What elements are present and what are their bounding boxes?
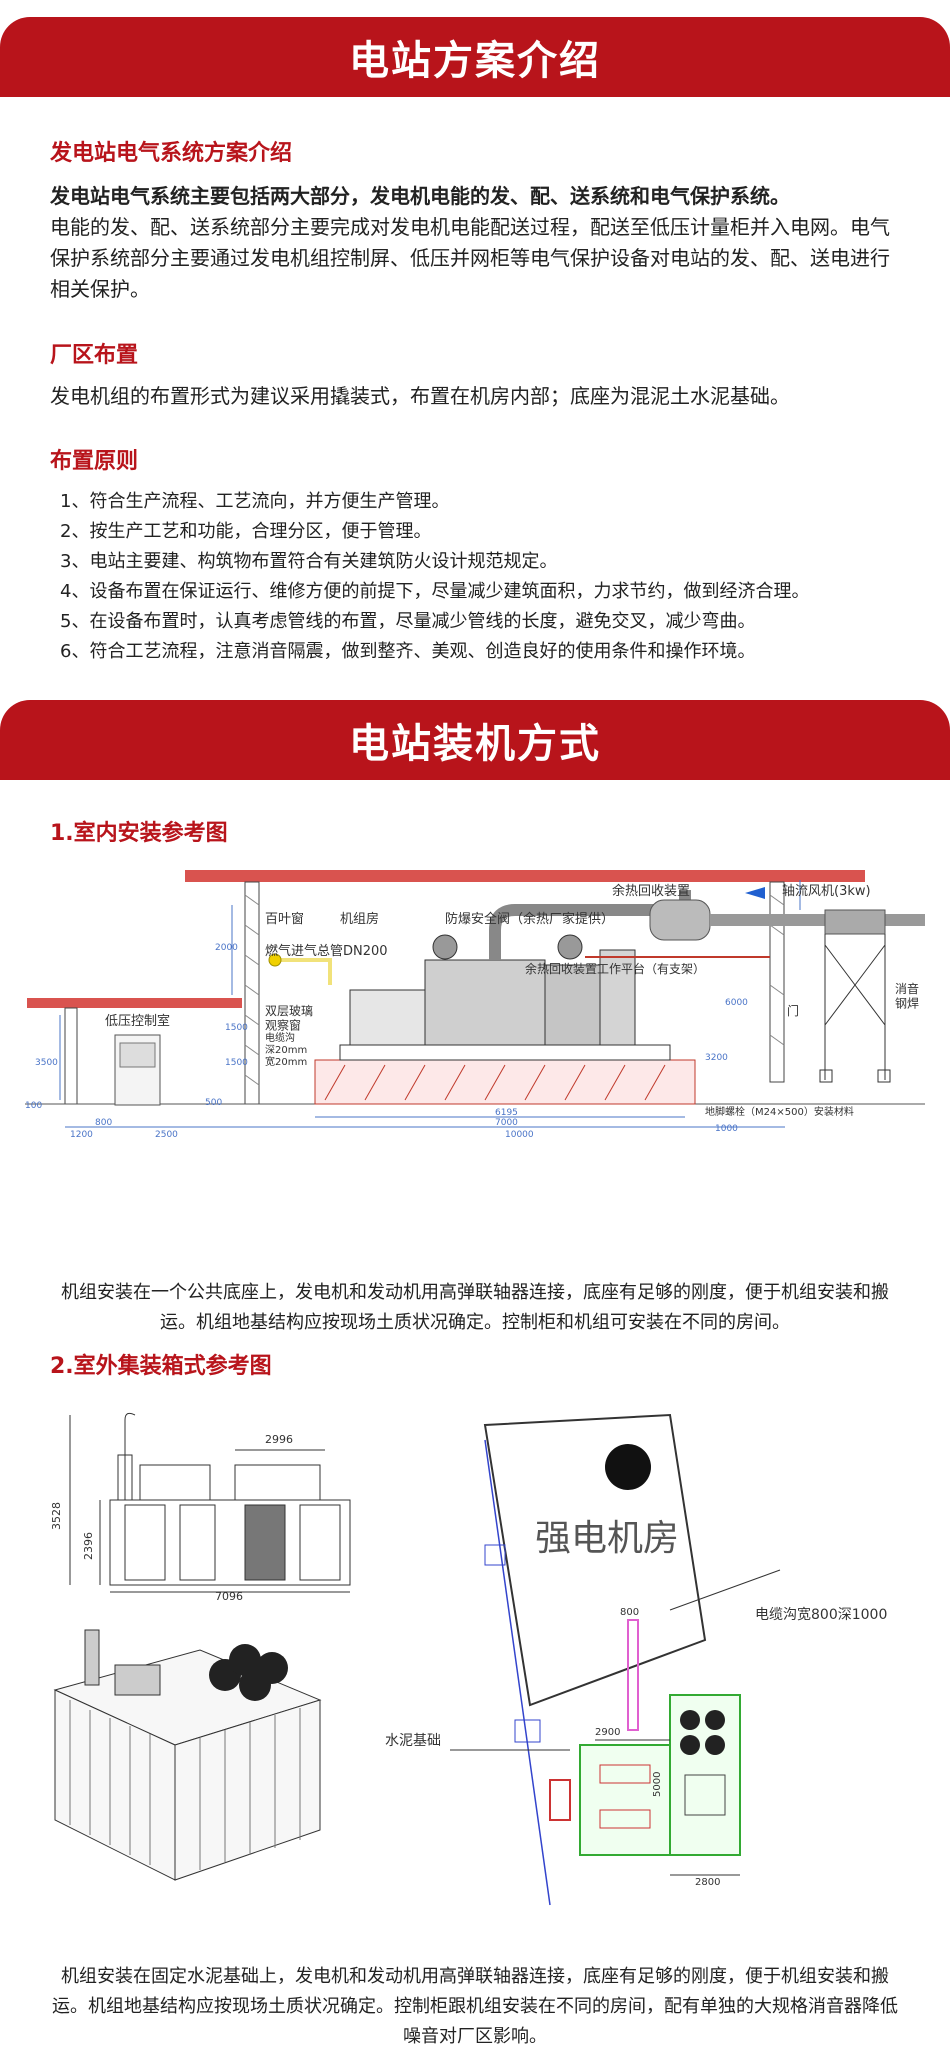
heading-outdoor-install: 2.室外集装箱式参考图 [50, 1354, 272, 1379]
container-genset-drawing: 2996 3528 2396 7096 [50, 1412, 351, 1881]
site-genset-layout [549, 1694, 741, 1856]
banner-title: 电站装机方式 [349, 721, 601, 767]
dim-3200: 3200 [705, 1053, 728, 1063]
outdoor-site-plan: 强电机房 800 电缆沟宽800深1000 水泥基础 2900 2800 500… [385, 1413, 887, 1906]
heat-recovery-unit [649, 899, 711, 941]
banner-title: 电站方案介绍 [349, 38, 601, 84]
dim-500: 500 [205, 1098, 222, 1108]
dim-2396: 2396 [82, 1532, 95, 1560]
heading-plant-layout: 厂区布置 [50, 343, 139, 368]
indoor-caption: 机组安装在一个公共底座上，发电机和发动机用高弹联轴器连接，底座有足够的刚度，便于… [61, 1282, 889, 1333]
electrical-body: 电能的发、配、送系统部分主要完成对发电机电能配送过程，配送至低压计量柜并入电网。… [50, 215, 890, 301]
label-door: 门 [787, 1003, 799, 1018]
dim-6000: 6000 [725, 998, 748, 1008]
dim-1000: 1000 [715, 1124, 738, 1134]
dim-800-site: 800 [620, 1607, 639, 1618]
label-cable-trench: 电缆沟宽800深1000 [755, 1606, 887, 1623]
list-item: 4、设备布置在保证运行、维修方便的前提下，尽量减少建筑面积，力求节约，做到经济合… [60, 581, 810, 602]
label-silencer: 消音钢焊 [895, 981, 919, 1010]
common-base [339, 1044, 671, 1061]
label-fan: 轴流风机(3kw) [782, 884, 871, 899]
outdoor-caption: 机组安装在固定水泥基础上，发电机和发动机用高弹联轴器连接，底座有足够的刚度，便于… [52, 1966, 898, 2047]
label-gas-pipe: 燃气进气总管DN200 [265, 943, 388, 959]
plant-layout-body: 发电机组的布置形式为建议采用撬装式，布置在机房内部；底座为混泥土水泥基础。 [50, 384, 790, 408]
dim-2800: 2800 [695, 1877, 720, 1888]
dim-1500b: 1500 [225, 1058, 248, 1068]
dim-3528: 3528 [50, 1502, 63, 1530]
concrete-foundation [314, 1059, 696, 1105]
silencer-tower [819, 934, 891, 1083]
heading-indoor-install: 1.室内安装参考图 [50, 821, 228, 846]
dim-2000: 2000 [215, 943, 238, 953]
dim-2996: 2996 [265, 1433, 293, 1446]
dim-100: 100 [25, 1101, 42, 1111]
principles-list: 1、符合生产流程、工艺流向，并方便生产管理。 2、按生产工艺和功能，合理分区，便… [60, 487, 910, 667]
dim-1500a: 1500 [225, 1023, 248, 1033]
roof-main [185, 870, 865, 882]
dim-7000: 7000 [495, 1118, 518, 1128]
cable-trench [627, 1619, 639, 1731]
dim-6195: 6195 [495, 1108, 518, 1118]
heading-layout-principles: 布置原则 [50, 449, 139, 474]
dim-1200: 1200 [70, 1130, 93, 1140]
dim-3500: 3500 [35, 1058, 58, 1068]
dim-2900: 2900 [595, 1727, 620, 1738]
banner-installation: 电站装机方式 [0, 700, 950, 780]
list-item: 3、电站主要建、构筑物布置符合有关建筑防火设计规范规定。 [60, 551, 558, 572]
list-item: 2、按生产工艺和功能，合理分区，便于管理。 [60, 521, 432, 542]
dim-10000: 10000 [505, 1130, 534, 1140]
substation-building [483, 1413, 707, 1707]
indoor-installation-drawing: 轴流风机(3kw) 余热回收装置 百叶窗 机组房 防爆安全阀（余热厂家提供） 燃… [25, 870, 925, 1140]
label-explosion-valve: 防爆安全阀（余热厂家提供） [445, 911, 614, 927]
dim-5000: 5000 [652, 1772, 663, 1797]
heading-electrical-system: 发电站电气系统方案介绍 [50, 141, 293, 166]
label-engine-room: 机组房 [340, 911, 379, 927]
label-control-room: 低压控制室 [105, 1013, 170, 1029]
list-item: 5、在设备布置时，认真考虑管线的布置，尽量减少管线的长度，避免交叉，减少弯曲。 [60, 611, 756, 632]
dim-800: 800 [95, 1118, 112, 1128]
boundary-line [484, 1439, 551, 1906]
label-room: 强电机房 [535, 1518, 679, 1559]
label-anchor: 地脚螺栓（M24×500）安装材料 [705, 1105, 854, 1118]
fan-arrow [745, 887, 765, 899]
dim-2500: 2500 [155, 1130, 178, 1140]
electrical-lead: 发电站电气系统主要包括两大部分，发电机电能的发、配、送系统和电气保护系统。 [50, 184, 790, 208]
gas-pipe [275, 958, 332, 985]
list-item: 1、符合生产流程、工艺流向，并方便生产管理。 [60, 491, 450, 512]
dim-7096: 7096 [215, 1590, 243, 1603]
banner-station-plan: 电站方案介绍 [0, 17, 950, 97]
roof-control-room [27, 998, 242, 1008]
silencer-unit [824, 909, 886, 935]
label-heat-recovery: 余热回收装置 [612, 883, 690, 899]
marker-dot [605, 1444, 651, 1490]
label-platform: 余热回收装置工作平台（有支架） [525, 961, 705, 976]
list-item: 6、符合工艺流程，注意消音隔震，做到整齐、美观、创造良好的使用条件和操作环境。 [60, 641, 756, 662]
label-foundation: 水泥基础 [385, 1732, 441, 1749]
label-louver: 百叶窗 [265, 911, 304, 927]
label-window: 双层玻璃观察窗 [265, 1004, 313, 1032]
genset [349, 934, 636, 1046]
